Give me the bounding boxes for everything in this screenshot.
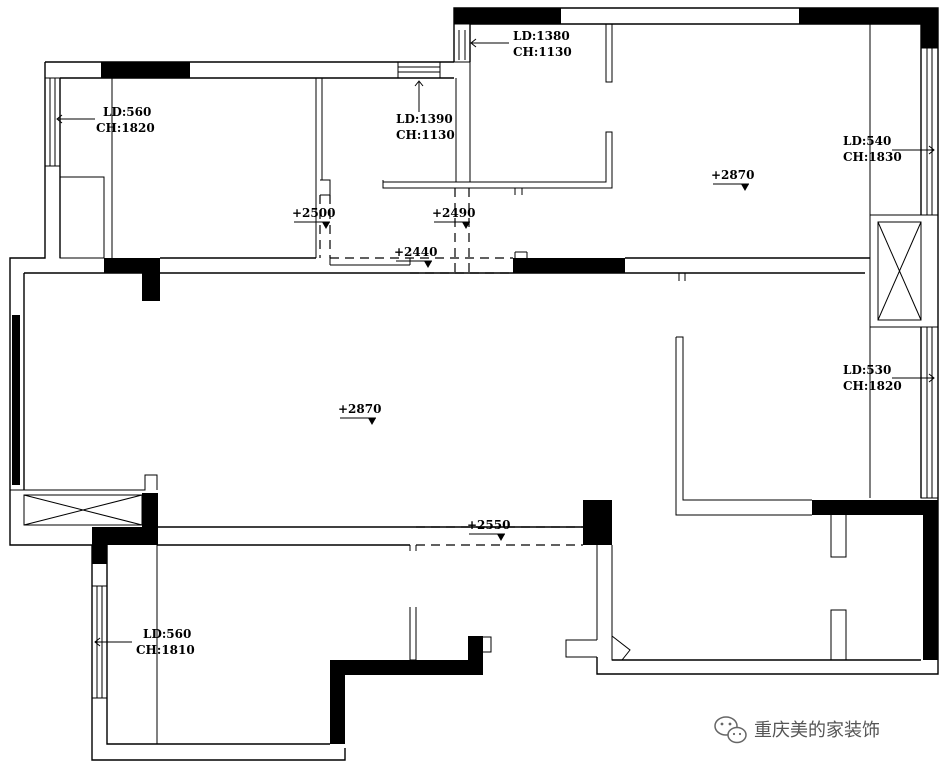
window-ld-1: LD:560 xyxy=(103,105,151,119)
window-label-2: LD:1390 CH:1130 xyxy=(396,80,455,142)
window-label-3: LD:1380 CH:1130 xyxy=(470,29,572,59)
watermark: 重庆美的家装饰 xyxy=(714,716,880,744)
window-ld-2: LD:1390 xyxy=(396,112,453,126)
wechat-icon xyxy=(714,716,747,744)
elevation-marker-4: +2870 xyxy=(711,168,754,191)
elevation-marker-6: +2550 xyxy=(467,518,510,541)
elevation-marker-3: +2440 xyxy=(394,245,437,268)
window-ch-2: CH:1130 xyxy=(396,128,455,142)
elevation-marker-2: +2490 xyxy=(432,206,475,229)
window-label-5: LD:530 CH:1820 xyxy=(843,363,935,393)
svg-text:+2870: +2870 xyxy=(711,168,754,182)
window-ld-6: LD:560 xyxy=(143,627,191,641)
svg-text:+2500: +2500 xyxy=(292,206,335,220)
svg-text:+2440: +2440 xyxy=(394,245,437,259)
window-ld-4: LD:540 xyxy=(843,134,891,148)
window-ch-6: CH:1810 xyxy=(136,643,195,657)
windows xyxy=(44,23,939,699)
svg-text:+2870: +2870 xyxy=(338,402,381,416)
window-ch-1: CH:1820 xyxy=(96,121,155,135)
window-ld-5: LD:530 xyxy=(843,363,891,377)
window-ch-5: CH:1820 xyxy=(843,379,902,393)
structural-columns xyxy=(12,8,938,744)
window-ld-3: LD:1380 xyxy=(513,29,570,43)
elevation-marker-5: +2870 xyxy=(338,402,381,425)
window-ch-4: CH:1830 xyxy=(843,150,902,164)
beam-lines xyxy=(319,188,583,546)
window-label-1: LD:560 CH:1820 xyxy=(56,105,155,135)
svg-text:+2550: +2550 xyxy=(467,518,510,532)
elevation-marker-1: +2500 xyxy=(292,206,335,229)
window-ch-3: CH:1130 xyxy=(513,45,572,59)
duct-shafts xyxy=(23,214,939,661)
watermark-text: 重庆美的家装饰 xyxy=(754,720,880,741)
window-label-6: LD:560 CH:1810 xyxy=(94,627,195,657)
window-label-4: LD:540 CH:1830 xyxy=(843,134,935,164)
svg-text:+2490: +2490 xyxy=(432,206,475,220)
